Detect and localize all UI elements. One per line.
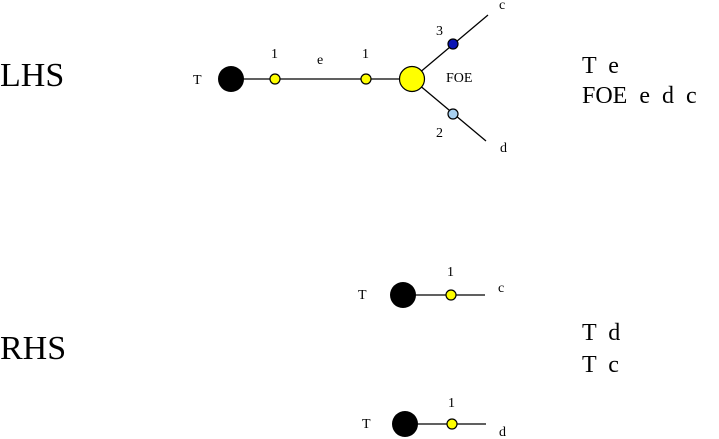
lhs-hub-node (398, 65, 426, 93)
lhs-hub-label: FOE (446, 71, 472, 86)
rhs-label: RHS (0, 330, 67, 367)
lhs-formula-2: FOE e d c (582, 83, 697, 109)
rhs1-port-label: 1 (447, 265, 454, 280)
lhs-port-right-label: 1 (362, 47, 369, 62)
lhs-label: LHS (0, 57, 65, 94)
lhs-root-node (218, 66, 244, 92)
lhs-root-label: T (193, 73, 202, 88)
rhs2-port-label: 1 (448, 396, 455, 411)
lhs-port-upper-label: 3 (436, 24, 443, 39)
rhs1-port (445, 289, 457, 301)
rhs-graph-2: T 1 d (362, 396, 506, 439)
rhs2-port (446, 418, 458, 430)
rhs-graph-1: T 1 c (358, 265, 504, 308)
rhs2-root-label: T (362, 417, 371, 432)
lhs-edge-label: e (317, 53, 323, 68)
lhs-port-upper (447, 38, 459, 50)
rhs2-leaf-label: d (499, 425, 506, 439)
rhs1-root-node (390, 282, 416, 308)
lhs-graph: T 1 e 1 FOE 3 2 c d (193, 0, 507, 156)
rhs-formula-2: T c (582, 352, 619, 378)
lhs-port-lower-label: 2 (436, 126, 443, 141)
lhs-edge-hub-lower (411, 78, 487, 142)
lhs-leaf-upper-label: c (499, 0, 505, 13)
lhs-port-right (360, 73, 372, 85)
rhs1-leaf-label: c (498, 281, 504, 296)
lhs-port-left (269, 73, 281, 85)
lhs-port-left-label: 1 (271, 47, 278, 62)
rhs-formula-1: T d (582, 320, 621, 346)
lhs-formula-1: T e (582, 53, 619, 79)
lhs-port-lower (447, 108, 459, 120)
lhs-leaf-lower-label: d (500, 141, 507, 156)
rhs2-root-node (392, 411, 418, 437)
rhs1-root-label: T (358, 288, 367, 303)
